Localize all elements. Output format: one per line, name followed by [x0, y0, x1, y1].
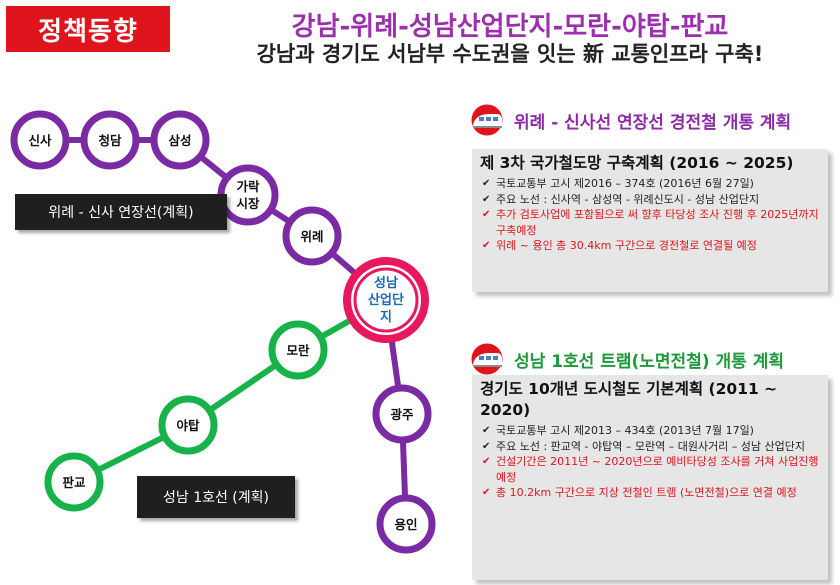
- hub-label-1: 성남: [374, 275, 398, 291]
- station-label-garak-1: 가락: [236, 179, 260, 194]
- panel2-title: 경기도 10개년 도시철도 기본계획 (2011 ~ 2020): [480, 380, 778, 419]
- station-label-pangyo: 판교: [62, 475, 86, 490]
- list-item: 총 10.2km 구간으로 지상 전철인 트램 (노면전철)으로 연결 예정: [482, 485, 822, 501]
- plan-panel-urban-rail: 경기도 10개년 도시철도 기본계획 (2011 ~ 2020) 국토교통부 고…: [472, 375, 828, 580]
- station-gwangju: 광주: [372, 384, 432, 444]
- station-label-cheongdam: 청담: [98, 133, 122, 148]
- wirye-sinsa-line-label: 위례 - 신사 연장선(계획): [15, 194, 227, 230]
- page-subtitle: 강남과 경기도 서남부 수도권을 잇는 新 교통인프라 구축!: [256, 42, 764, 66]
- list-item: 추가 검토사업에 포함됨으로 써 향후 타당성 조사 진행 후 2025년까지 …: [482, 207, 822, 238]
- station-cheongdam: 청담: [80, 110, 140, 170]
- station-label-samseong: 삼성: [168, 133, 191, 148]
- list-item: 국토교통부 고시 제2016 – 374호 (2016년 6월 27일): [482, 176, 822, 192]
- panel1-list: 국토교통부 고시 제2016 – 374호 (2016년 6월 27일) 주요 …: [472, 176, 828, 254]
- page-title: 강남-위례-성남산업단지-모란-야탑-판교: [291, 12, 729, 42]
- station-seongnam-industrial-complex: 성남 산업단 지: [343, 257, 429, 343]
- station-sinsa: 신사: [10, 110, 70, 170]
- station-label-wirye: 위례: [300, 229, 323, 244]
- list-item: 위례 ~ 용인 총 30.4km 구간으로 경전철로 연결될 예정: [482, 238, 822, 254]
- plan-panel-rail-network: 제 3차 국가철도망 구축계획 (2016 ~ 2025) 국토교통부 고시 제…: [472, 149, 828, 292]
- train-icon: [471, 104, 503, 136]
- station-garak-market: 가락 시장: [217, 164, 279, 226]
- list-item: 주요 노선 : 판교역 - 야탑역 – 모란역 – 대원사거리 – 성남 산업단…: [482, 439, 822, 455]
- station-label-moran: 모란: [286, 343, 310, 358]
- green-line: [72, 297, 388, 485]
- station-wirye: 위례: [282, 206, 342, 266]
- panel2-list: 국토교통부 고시 제2013 – 434호 (2013년 7월 17일) 주요 …: [472, 423, 828, 501]
- list-item: 건설기간은 2011년 ~ 2020년으로 예비타당성 조사를 거쳐 사업진행 …: [482, 454, 822, 485]
- section2-heading-text: 성남 1호선 트램(노면전철) 개통 계획: [514, 351, 785, 372]
- station-label-garak-2: 시장: [236, 196, 260, 211]
- list-item: 주요 노선 : 신사역 - 삼성역 - 위례신도시 - 성남 산업단지: [482, 192, 822, 208]
- station-samseong: 삼성: [150, 110, 210, 170]
- section1-heading-text: 위례 - 신사선 연장선 경전철 개통 계획: [514, 112, 792, 133]
- station-yongin: 용인: [376, 494, 436, 554]
- hub-label-2: 산업단: [368, 292, 404, 308]
- section-wirye-sinsa-heading: 위례 - 신사선 연장선 경전철 개통 계획: [466, 104, 791, 136]
- station-moran: 모란: [268, 320, 328, 380]
- station-yatap: 야탑: [158, 395, 218, 455]
- list-item: 국토교통부 고시 제2013 – 434호 (2013년 7월 17일): [482, 423, 822, 439]
- policy-trend-badge: 정책동향: [6, 6, 170, 52]
- panel1-title: 제 3차 국가철도망 구축계획 (2016 ~ 2025): [480, 154, 794, 172]
- station-label-yongin: 용인: [394, 517, 417, 532]
- station-pangyo: 판교: [44, 452, 104, 512]
- station-label-sinsa: 신사: [28, 133, 52, 148]
- section-seongnam-tram-heading: 성남 1호선 트램(노면전철) 개통 계획: [466, 343, 784, 375]
- station-label-yatap: 야탑: [176, 418, 200, 433]
- hub-label-3: 지: [380, 310, 392, 325]
- seongnam-line1-label: 성남 1호선 (계획): [137, 476, 295, 518]
- train-icon: [471, 343, 503, 375]
- station-label-gwangju: 광주: [390, 407, 414, 422]
